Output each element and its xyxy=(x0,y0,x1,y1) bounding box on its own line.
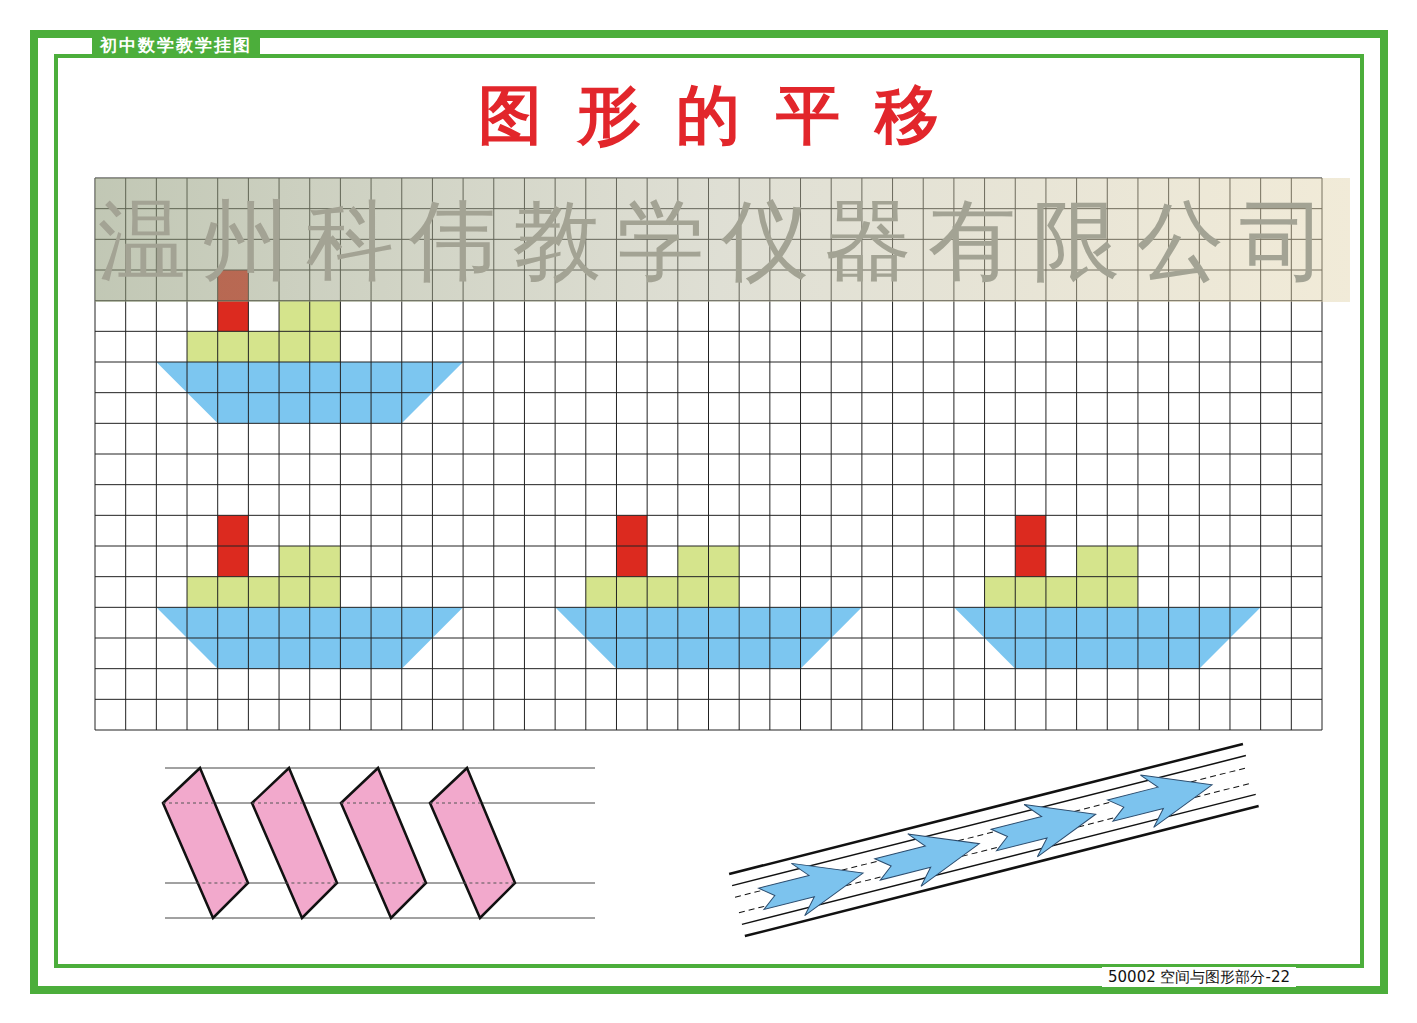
parallelogram xyxy=(430,768,515,918)
grid-line xyxy=(95,546,1322,547)
grid-line xyxy=(95,515,1322,516)
arrow-shape xyxy=(1104,759,1219,837)
boat-cabin xyxy=(586,577,739,608)
arrow-translation xyxy=(729,744,1259,936)
dotted-line xyxy=(374,883,426,884)
parallelogram-shape xyxy=(430,768,515,918)
parallelogram-shape xyxy=(341,768,426,918)
grid-line xyxy=(95,576,1322,577)
watermark-band xyxy=(95,178,1350,302)
band-line xyxy=(729,744,1243,874)
parallelogram-shape xyxy=(163,768,248,918)
grid-line xyxy=(95,454,1322,455)
parallelogram-translation xyxy=(163,768,595,918)
grid-line xyxy=(95,392,1322,393)
dotted-line xyxy=(163,803,215,804)
grid-line xyxy=(95,668,1322,669)
grid-line xyxy=(95,638,1322,639)
band-line xyxy=(742,794,1256,924)
poster-footer-number: 50002 空间与图形部分-22 xyxy=(1102,967,1296,987)
watermark: 温州科伟教学仪器有限公司 xyxy=(98,188,1343,294)
grid-line xyxy=(95,730,1322,731)
poster-title: 图形的平移 xyxy=(0,80,1417,150)
guide-line xyxy=(165,803,595,804)
dotted-line xyxy=(196,883,248,884)
parallelogram xyxy=(252,768,337,918)
outer-frame xyxy=(34,34,1384,990)
band-line xyxy=(745,806,1259,936)
poster-series-label: 初中数学教学挂图 xyxy=(92,33,260,57)
dotted-line xyxy=(341,803,393,804)
grid-line xyxy=(95,423,1322,424)
boat-cabin xyxy=(187,331,340,362)
dotted-line xyxy=(285,883,337,884)
arrow-shape xyxy=(755,847,870,925)
grid-line xyxy=(95,699,1322,700)
guide-line xyxy=(165,768,595,769)
arrow-shape xyxy=(987,788,1102,866)
dotted-line xyxy=(252,803,304,804)
grid-line xyxy=(95,331,1322,332)
boat-cabin xyxy=(985,577,1138,608)
grid-line xyxy=(95,362,1322,363)
dotted-line xyxy=(463,883,515,884)
dotted-line xyxy=(430,803,482,804)
inner-frame xyxy=(56,56,1362,966)
parallelogram xyxy=(341,768,426,918)
boat-cabin xyxy=(187,577,340,608)
arrow-shape xyxy=(871,817,986,895)
parallelogram-shape xyxy=(252,768,337,918)
guide-line xyxy=(165,918,595,919)
grid-line xyxy=(95,607,1322,608)
grid-line xyxy=(95,484,1322,485)
parallelogram xyxy=(163,768,248,918)
